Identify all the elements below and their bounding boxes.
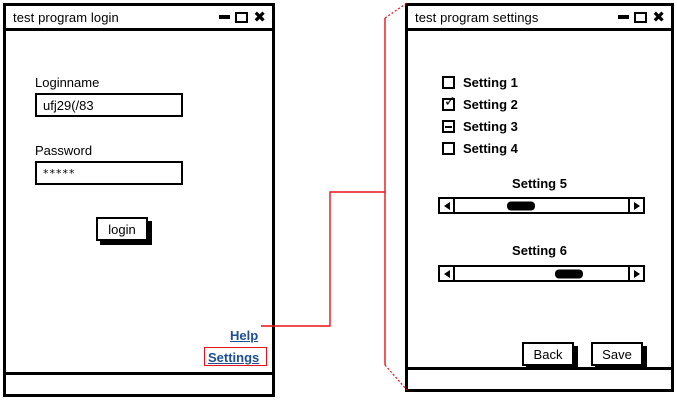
settings-window-body: Setting 1 ✓ Setting 2 Setting 3 Setting …: [408, 31, 671, 389]
close-icon[interactable]: ✖: [652, 7, 665, 26]
checkbox-label: Setting 1: [463, 75, 518, 90]
login-button-label: login: [108, 221, 136, 237]
connector-diagonal-bottom: [384, 364, 408, 391]
minimize-icon[interactable]: [219, 15, 231, 19]
settings-window-controls: ✖: [618, 6, 665, 28]
login-statusbar: [6, 372, 272, 394]
checkbox-label: Setting 4: [463, 141, 518, 156]
back-button-label: Back: [533, 346, 563, 362]
settings-window: test program settings ✖ Setting 1 ✓ Sett…: [405, 3, 674, 392]
triangle-left-icon: [443, 269, 450, 278]
checkbox-row-setting-1[interactable]: Setting 1: [442, 75, 518, 90]
slider-track[interactable]: [455, 199, 628, 212]
password-label: Password: [35, 143, 93, 158]
save-button[interactable]: Save: [591, 342, 643, 366]
save-button-label: Save: [602, 346, 632, 362]
login-window-controls: ✖: [219, 6, 266, 28]
settings-statusbar: [408, 367, 671, 389]
login-button[interactable]: login: [96, 217, 148, 241]
loginname-input-value: ufj29(/83: [43, 97, 94, 113]
slider-right-arrow-icon[interactable]: [628, 199, 643, 212]
slider-label-setting-5: Setting 5: [512, 176, 567, 191]
settings-titlebar: test program settings ✖: [408, 6, 671, 31]
checkbox-unchecked-icon[interactable]: [442, 76, 455, 89]
dash-mark-icon: [445, 125, 452, 128]
checkbox-label: Setting 2: [463, 97, 518, 112]
checkbox-row-setting-4[interactable]: Setting 4: [442, 141, 518, 156]
loginname-input[interactable]: ufj29(/83: [35, 93, 183, 117]
slider-label-setting-6: Setting 6: [512, 243, 567, 258]
login-titlebar: test program login ✖: [6, 6, 272, 31]
checkbox-label: Setting 3: [463, 119, 518, 134]
login-window-title: test program login: [13, 9, 119, 25]
connector-diagonal-top: [384, 2, 408, 19]
back-button[interactable]: Back: [522, 342, 574, 366]
checkbox-unchecked-icon[interactable]: [442, 142, 455, 155]
maximize-icon[interactable]: [235, 11, 249, 23]
password-input[interactable]: *****: [35, 161, 183, 185]
password-input-value: *****: [43, 166, 76, 180]
slider-right-arrow-icon[interactable]: [628, 267, 643, 280]
slider-thumb[interactable]: [506, 201, 535, 210]
loginname-label: Loginname: [35, 75, 100, 90]
slider-left-arrow-icon[interactable]: [440, 267, 455, 280]
slider-left-arrow-icon[interactable]: [440, 199, 455, 212]
checkbox-row-setting-2[interactable]: ✓ Setting 2: [442, 94, 518, 112]
maximize-icon[interactable]: [634, 11, 648, 23]
login-window-body: Loginname ufj29(/83 Password ***** login…: [6, 31, 272, 394]
login-window: test program login ✖ Loginname ufj29(/83…: [3, 3, 275, 397]
connector-path-from-link: [261, 191, 385, 327]
check-mark-icon: ✓: [444, 94, 456, 110]
triangle-right-icon: [633, 269, 640, 278]
triangle-left-icon: [443, 201, 450, 210]
help-link[interactable]: Help: [230, 328, 259, 343]
settings-link-highlight: [204, 347, 267, 366]
settings-link[interactable]: Settings: [208, 350, 260, 365]
slider-thumb[interactable]: [555, 269, 584, 278]
triangle-right-icon: [633, 201, 640, 210]
minimize-icon[interactable]: [618, 15, 630, 19]
slider-setting-6[interactable]: [438, 265, 645, 282]
close-icon[interactable]: ✖: [253, 7, 266, 26]
settings-window-title: test program settings: [415, 9, 539, 25]
checkbox-indeterminate-icon[interactable]: [442, 120, 455, 133]
slider-setting-5[interactable]: [438, 197, 645, 214]
checkbox-checked-icon[interactable]: ✓: [442, 94, 456, 111]
checkbox-row-setting-3[interactable]: Setting 3: [442, 119, 518, 134]
slider-track[interactable]: [455, 267, 628, 280]
